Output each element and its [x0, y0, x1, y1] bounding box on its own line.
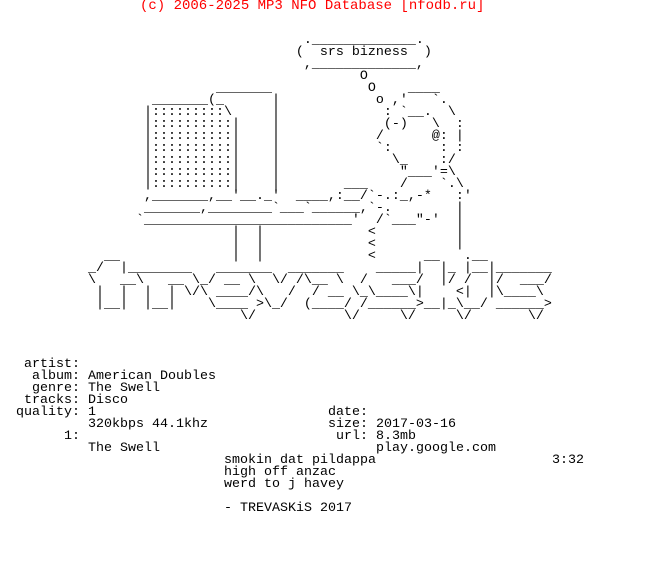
note-text: high off anzac: [224, 465, 336, 480]
signature-line: - TREVASKiS 2017: [0, 501, 664, 516]
note-line: werd to j havey: [0, 477, 664, 492]
quality-label: quality:: [16, 405, 80, 420]
signature-text: - TREVASKiS 2017: [224, 501, 352, 516]
album-label: album:: [32, 369, 80, 384]
url-value: play.google.com: [376, 441, 496, 456]
date-label: date:: [328, 405, 368, 420]
track-title: The Swell: [88, 441, 160, 456]
url-label: url:: [336, 429, 368, 444]
ascii-art-logo: ._____________. ( srs bizness ) ,_______…: [87, 33, 552, 324]
note-text: werd to j havey: [224, 477, 344, 492]
album-value: The Swell: [88, 381, 160, 396]
info-row-quality: quality: 320kbps 44.1khz url: play.googl…: [0, 395, 664, 455]
copyright-header: (c) 2006-2025 MP3 NFO Database [nfodb.ru…: [140, 0, 485, 14]
note-line: high off anzac: [0, 465, 664, 480]
note-text: smokin dat pildappa: [224, 453, 376, 468]
artist-label: artist:: [24, 357, 80, 372]
genre-label: genre:: [32, 381, 80, 396]
track-row: 1: The Swell 3:32: [0, 419, 664, 467]
size-label: size:: [328, 417, 368, 432]
info-row-artist: artist: American Doubles: [0, 347, 664, 383]
genre-value: Disco: [88, 393, 128, 408]
artist-value: American Doubles: [88, 369, 216, 384]
tracks-label: tracks:: [24, 393, 80, 408]
info-row-tracks: tracks: 1 size: 8.3mb: [0, 383, 664, 443]
info-row-genre: genre: Disco date: 2017-03-16: [0, 371, 664, 431]
track-duration: 3:32: [552, 453, 584, 468]
info-row-album: album: The Swell: [0, 359, 664, 395]
quality-value: 320kbps 44.1khz: [88, 417, 208, 432]
size-value: 8.3mb: [376, 429, 416, 444]
date-value: 2017-03-16: [376, 417, 456, 432]
note-line: smokin dat pildappa: [0, 453, 664, 468]
tracks-value: 1: [88, 405, 96, 420]
track-number: 1:: [64, 429, 80, 444]
